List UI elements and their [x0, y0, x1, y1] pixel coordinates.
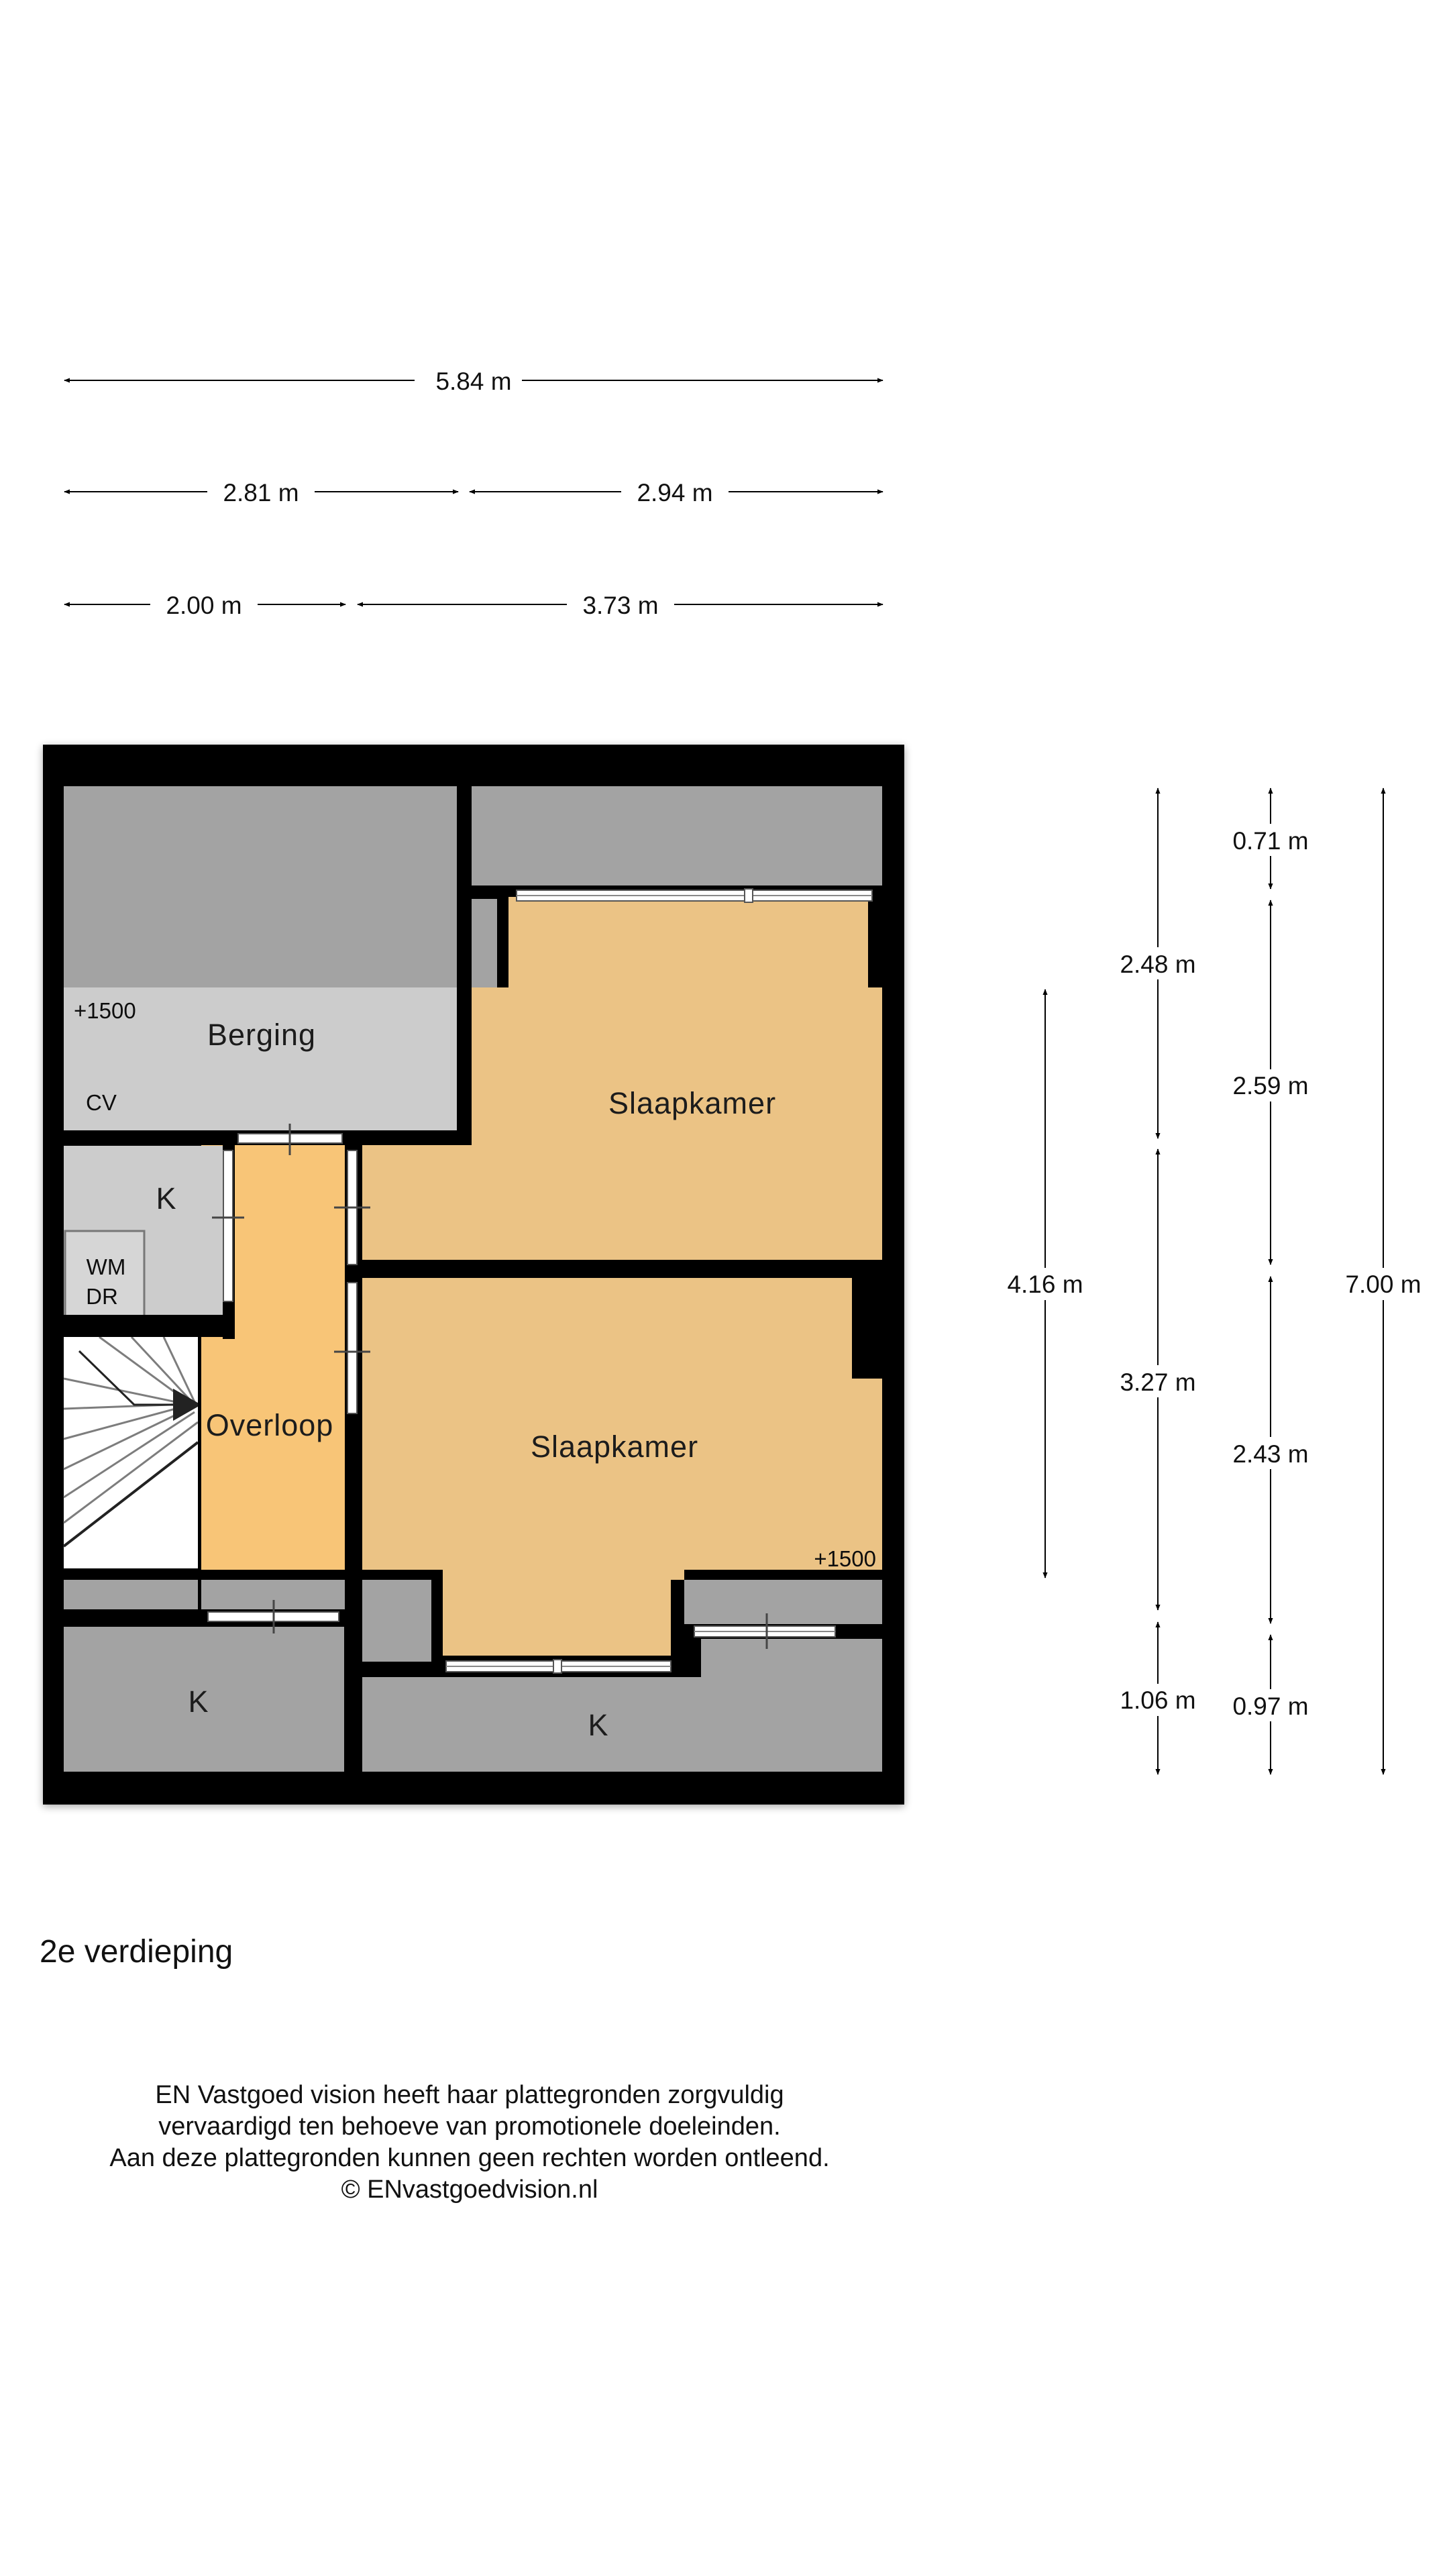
dim-label: 3.73 m — [582, 592, 658, 619]
label-dr: DR — [86, 1284, 118, 1309]
dim-label: 0.71 m — [1232, 827, 1308, 855]
dim-top-right: 2.94 m — [469, 476, 883, 508]
room-label-slaapkamer-bottom: Slaapkamer — [531, 1430, 698, 1464]
door-berging — [237, 1124, 343, 1155]
dim-label: 7.00 m — [1345, 1271, 1421, 1298]
dim-label: 1.06 m — [1120, 1686, 1195, 1714]
dim-top-left: 2.81 m — [64, 476, 459, 508]
disclaimer-line: EN Vastgoed vision heeft haar plattegron… — [155, 2081, 784, 2109]
disclaimer-line: vervaardigd ten behoeve van promotionele… — [158, 2112, 781, 2141]
door-slaapkamer-top — [334, 1150, 370, 1265]
dim-label: 5.84 m — [435, 368, 511, 395]
room-label-overloop: Overloop — [206, 1408, 334, 1442]
height-label-slaapkamer: +1500 — [814, 1546, 876, 1571]
dim-label: 2.94 m — [637, 479, 712, 506]
window-top — [516, 888, 873, 903]
disclaimer: EN Vastgoed vision heeft haar plattegron… — [0, 2080, 939, 2206]
label-cv: CV — [86, 1090, 117, 1115]
k-bottom-right-room — [362, 1677, 882, 1772]
room-label-k-bottom-right: K — [588, 1708, 608, 1742]
k-bottom-left-room — [64, 1627, 344, 1772]
berging-sloped-roof — [64, 786, 457, 987]
floor-plan: Berging +1500 CV Slaapkamer Slaapkamer +… — [43, 745, 904, 1805]
door-slaapkamer-bottom — [334, 1282, 370, 1414]
dim-label: 0.97 m — [1232, 1693, 1308, 1720]
window-bottom-right — [694, 1613, 836, 1649]
room-label-k-bottom-left: K — [188, 1684, 209, 1719]
dim-bottom-left: 2.00 m — [64, 588, 346, 621]
dim-bottom-right: 3.73 m — [357, 588, 883, 621]
dim-label: 4.16 m — [1007, 1271, 1083, 1298]
floor-name: 2e verdieping — [40, 1934, 233, 1970]
dim-label: 2.00 m — [166, 592, 241, 619]
window-bottom — [445, 1659, 672, 1674]
roof-strip-stairs — [64, 1580, 198, 1609]
dim-label: 3.27 m — [1120, 1368, 1195, 1396]
stair-arrow-icon — [173, 1389, 201, 1421]
height-label-berging: +1500 — [74, 998, 136, 1023]
wm-dr-appliance — [64, 1230, 146, 1318]
slaapkamer-top-room — [362, 897, 882, 1260]
label-wm: WM — [87, 1254, 126, 1279]
disclaimer-copyright: © ENvastgoedvision.nl — [341, 2176, 598, 2204]
slaapkamer-bottom-room — [362, 1278, 882, 1656]
door-k-bottom-left — [207, 1600, 339, 1633]
berging-room — [64, 987, 457, 1130]
roof-strip-small — [472, 899, 497, 987]
dim-v-mid: 2.48 m 3.27 m 1.06 m — [1112, 788, 1203, 1775]
room-label-k-top-left: K — [156, 1181, 176, 1216]
dim-top-total: 5.84 m — [64, 364, 883, 396]
room-label-berging: Berging — [207, 1018, 316, 1052]
dim-v-left: 4.16 m — [1000, 989, 1091, 1578]
dim-label: 2.48 m — [1120, 951, 1195, 978]
dim-label: 2.59 m — [1232, 1072, 1308, 1099]
door-k-top-left — [212, 1150, 244, 1302]
disclaimer-line: Aan deze plattegronden kunnen geen recht… — [109, 2144, 830, 2172]
roof-strip-top — [472, 786, 882, 885]
room-label-slaapkamer-top: Slaapkamer — [608, 1086, 776, 1120]
dim-label: 2.43 m — [1232, 1440, 1308, 1468]
dim-v-total: 7.00 m — [1335, 788, 1432, 1775]
dim-v-right: 0.71 m 2.59 m 2.43 m 0.97 m — [1225, 788, 1316, 1775]
dim-label: 2.81 m — [223, 479, 299, 506]
